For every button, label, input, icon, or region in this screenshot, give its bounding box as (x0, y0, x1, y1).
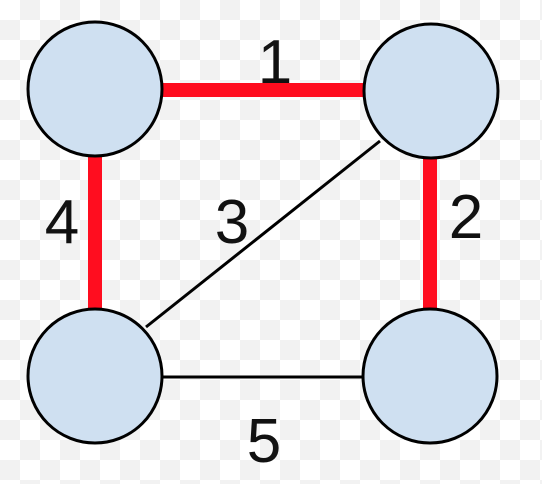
node-top-left (26, 20, 164, 158)
edge-weight-label-1: 1 (258, 28, 292, 97)
edge-weight-label-4: 4 (45, 188, 79, 257)
edge-top-right-bottom-left (145, 139, 381, 329)
node-bottom-left (26, 307, 164, 445)
node-bottom-right (361, 307, 499, 445)
node-top-right (362, 22, 500, 160)
edge-weight-label-2: 2 (449, 183, 483, 252)
edge-weight-label-5: 5 (247, 407, 281, 476)
edge-weight-label-3: 3 (215, 188, 249, 257)
